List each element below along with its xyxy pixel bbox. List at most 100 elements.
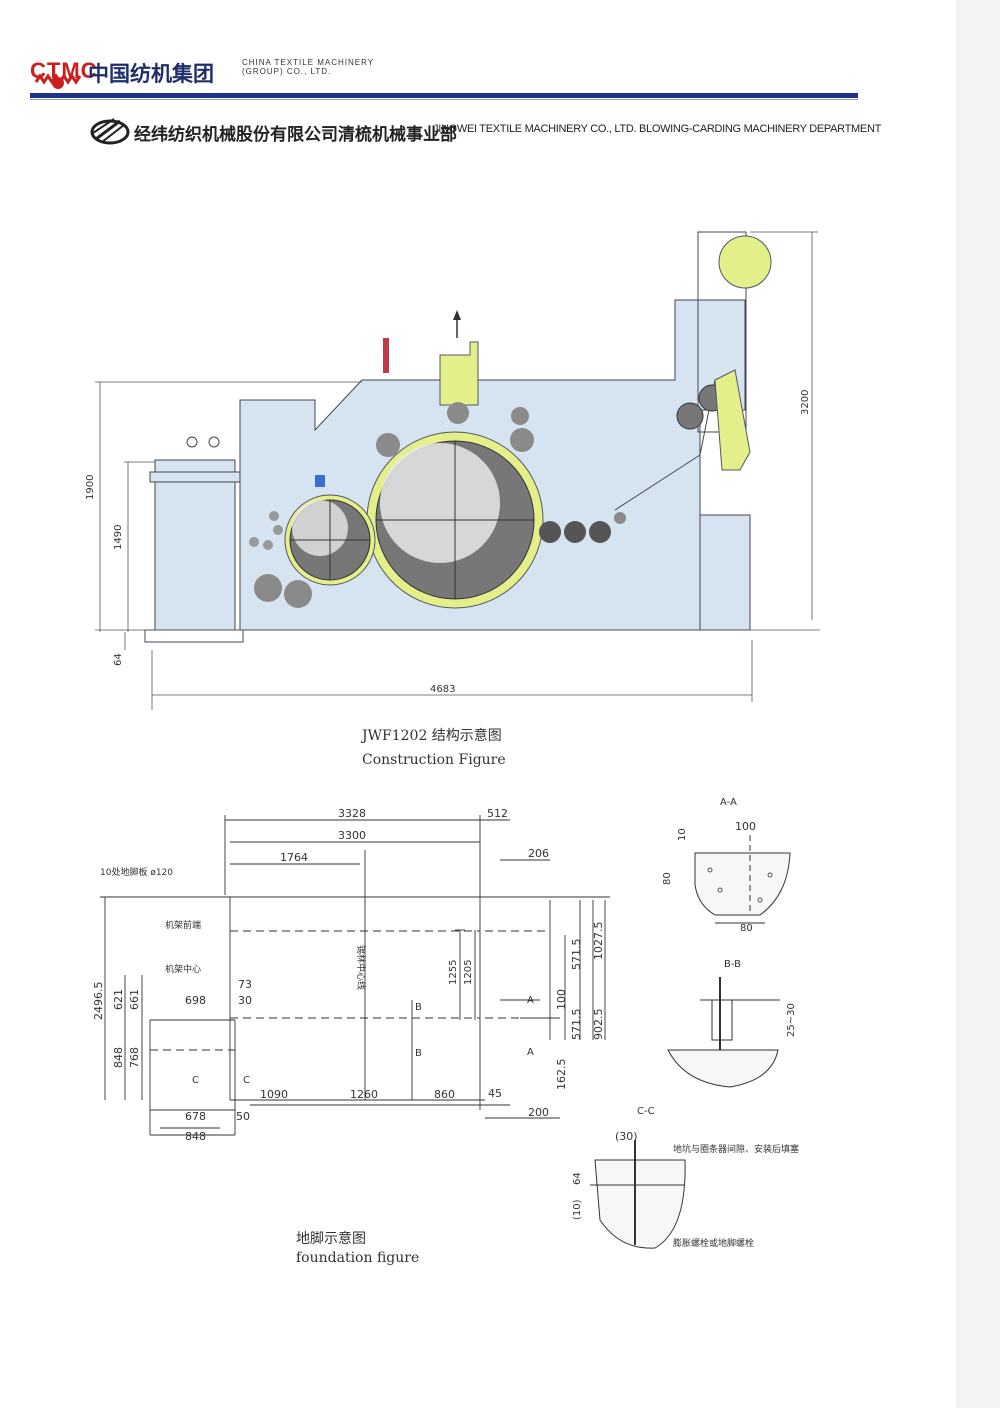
dim-902: 902.5 xyxy=(592,1009,605,1041)
dim-1764: 1764 xyxy=(280,851,308,864)
dim-206: 206 xyxy=(528,847,549,860)
label-pads: 10处地脚板 ø120 xyxy=(100,866,173,878)
section-aa-dim-100: 100 xyxy=(735,820,756,833)
section-marker-b: B xyxy=(415,1002,422,1013)
coiler-head xyxy=(714,369,751,471)
dim-848-vertical: 848 xyxy=(112,1047,125,1068)
section-bb: B-B 25~30 xyxy=(667,959,797,1088)
beater-roll xyxy=(254,574,282,602)
fan-icon xyxy=(186,436,198,448)
dim-512: 512 xyxy=(487,807,508,820)
section-cc-note-top: 地坑与圈条器间隙、安装后填塞 xyxy=(673,1143,799,1155)
feed-hopper xyxy=(154,459,236,631)
section-cc-dim-30: (30) xyxy=(615,1130,638,1143)
section-marker-a: A xyxy=(527,1047,534,1058)
section-marker-c: C xyxy=(192,1075,199,1086)
feed-sensor-icon xyxy=(315,475,325,487)
dim-height-hopper: 1490 xyxy=(113,525,124,550)
dim-1090: 1090 xyxy=(260,1088,288,1101)
dim-3300: 3300 xyxy=(338,829,366,842)
dim-621: 621 xyxy=(112,989,125,1010)
dim-3328: 3328 xyxy=(338,807,366,820)
side-roll xyxy=(510,428,534,452)
label-frame-front: 机架前端 xyxy=(165,919,201,931)
dim-length: 4683 xyxy=(430,684,455,695)
section-aa: A-A 100 10 80 80 xyxy=(662,797,791,934)
side-roll xyxy=(376,433,400,457)
section-aa-dim-80-horizontal: 80 xyxy=(740,923,753,934)
dim-height-right: 3200 xyxy=(800,390,811,415)
construction-caption-cn: JWF1202 结构示意图 xyxy=(362,728,502,744)
section-cc-title: C-C xyxy=(637,1106,655,1117)
dim-1260: 1260 xyxy=(350,1088,378,1101)
dim-2496: 2496.5 xyxy=(92,982,105,1021)
dim-30: 30 xyxy=(238,994,252,1007)
section-aa-title: A-A xyxy=(720,797,737,808)
dim-678: 678 xyxy=(185,1110,206,1123)
foundation-caption-cn: 地脚示意图 xyxy=(296,1231,366,1247)
section-aa-dim-10: 10 xyxy=(677,828,688,841)
pressure-gauge-icon xyxy=(383,338,389,373)
section-aa-dim-80-vertical: 80 xyxy=(662,872,673,885)
concrete-pit xyxy=(667,1049,779,1088)
section-cc: C-C (30) 地坑与圈条器间隙、安装后填塞 64 (10) 膨胀螺栓或地脚螺… xyxy=(572,1106,799,1249)
dim-45: 45 xyxy=(488,1087,502,1100)
dim-571a: 571.5 xyxy=(570,939,583,971)
dim-100: 100 xyxy=(555,989,568,1010)
foundation-caption-en: foundation figure xyxy=(296,1250,420,1266)
gear-icon xyxy=(34,73,82,89)
section-bb-dim: 25~30 xyxy=(786,1003,797,1037)
concrete-pit xyxy=(594,1159,686,1249)
dim-height-base: 64 xyxy=(113,653,124,666)
construction-caption-en: Construction Figure xyxy=(362,752,506,768)
ctmc-logo-text: CTMC xyxy=(30,58,98,83)
header-rule xyxy=(30,93,858,98)
foundation-plan: 10处地脚板 ø120 机架前端 机架中心 锡林中心线 3328 512 330… xyxy=(92,807,610,1140)
coiler-can-wheel xyxy=(718,235,772,289)
doffer-roll xyxy=(589,521,611,543)
hopper-base xyxy=(144,629,244,643)
group-name-cn: 中国纺机集团 xyxy=(88,62,214,86)
calender-roll xyxy=(676,402,704,430)
top-roll xyxy=(447,402,469,424)
concrete-pit xyxy=(694,852,791,916)
header-rule-thin xyxy=(30,99,858,100)
section-cc-dim-64: 64 xyxy=(572,1172,583,1185)
label-frame-center: 机架中心 xyxy=(165,963,201,975)
dim-848-horizontal: 848 xyxy=(185,1130,206,1140)
doffer-roll xyxy=(564,521,586,543)
group-name-en: CHINA TEXTILE MACHINERY (GROUP) CO., LTD… xyxy=(242,58,374,76)
page-edge-shadow xyxy=(956,0,1000,1408)
dim-1255: 1255 xyxy=(448,960,459,985)
dim-162: 162.5 xyxy=(555,1059,568,1091)
label-cylinder-center: 锡林中心线 xyxy=(355,945,367,990)
section-marker-a: A xyxy=(527,995,534,1006)
dim-1027: 1027.5 xyxy=(592,922,605,961)
section-marker-c: C xyxy=(243,1075,250,1086)
construction-figure: 1900 1490 64 3200 4683 xyxy=(85,231,820,710)
top-roll xyxy=(511,407,529,425)
section-cc-note-bottom: 膨胀螺栓或地脚螺栓 xyxy=(673,1237,754,1249)
dim-661: 661 xyxy=(128,989,141,1010)
dim-1205: 1205 xyxy=(463,960,474,985)
section-cc-dim-10: (10) xyxy=(572,1199,583,1220)
dim-200: 200 xyxy=(528,1106,549,1119)
dim-768: 768 xyxy=(128,1047,141,1068)
dim-698: 698 xyxy=(185,994,206,1007)
coiler-base xyxy=(699,514,751,631)
jingwei-logo-icon xyxy=(90,118,130,145)
hopper-cap xyxy=(149,471,241,483)
doffer-roll xyxy=(539,521,561,543)
dim-860: 860 xyxy=(434,1088,455,1101)
section-bb-title: B-B xyxy=(724,959,741,970)
dim-571b: 571.5 xyxy=(570,1009,583,1041)
fan-icon-2 xyxy=(208,436,220,448)
exhaust-duct xyxy=(439,341,479,406)
department-name-cn: 经纬纺织机械股份有限公司清梳机械事业部 xyxy=(134,125,457,145)
dim-73: 73 xyxy=(238,978,252,991)
dim-50: 50 xyxy=(236,1110,250,1123)
section-marker-b: B xyxy=(415,1048,422,1059)
dim-height-total: 1900 xyxy=(85,475,96,500)
beater-roll xyxy=(284,580,312,608)
department-name-en: JINGWEI TEXTILE MACHINERY CO., LTD. BLOW… xyxy=(433,123,882,135)
